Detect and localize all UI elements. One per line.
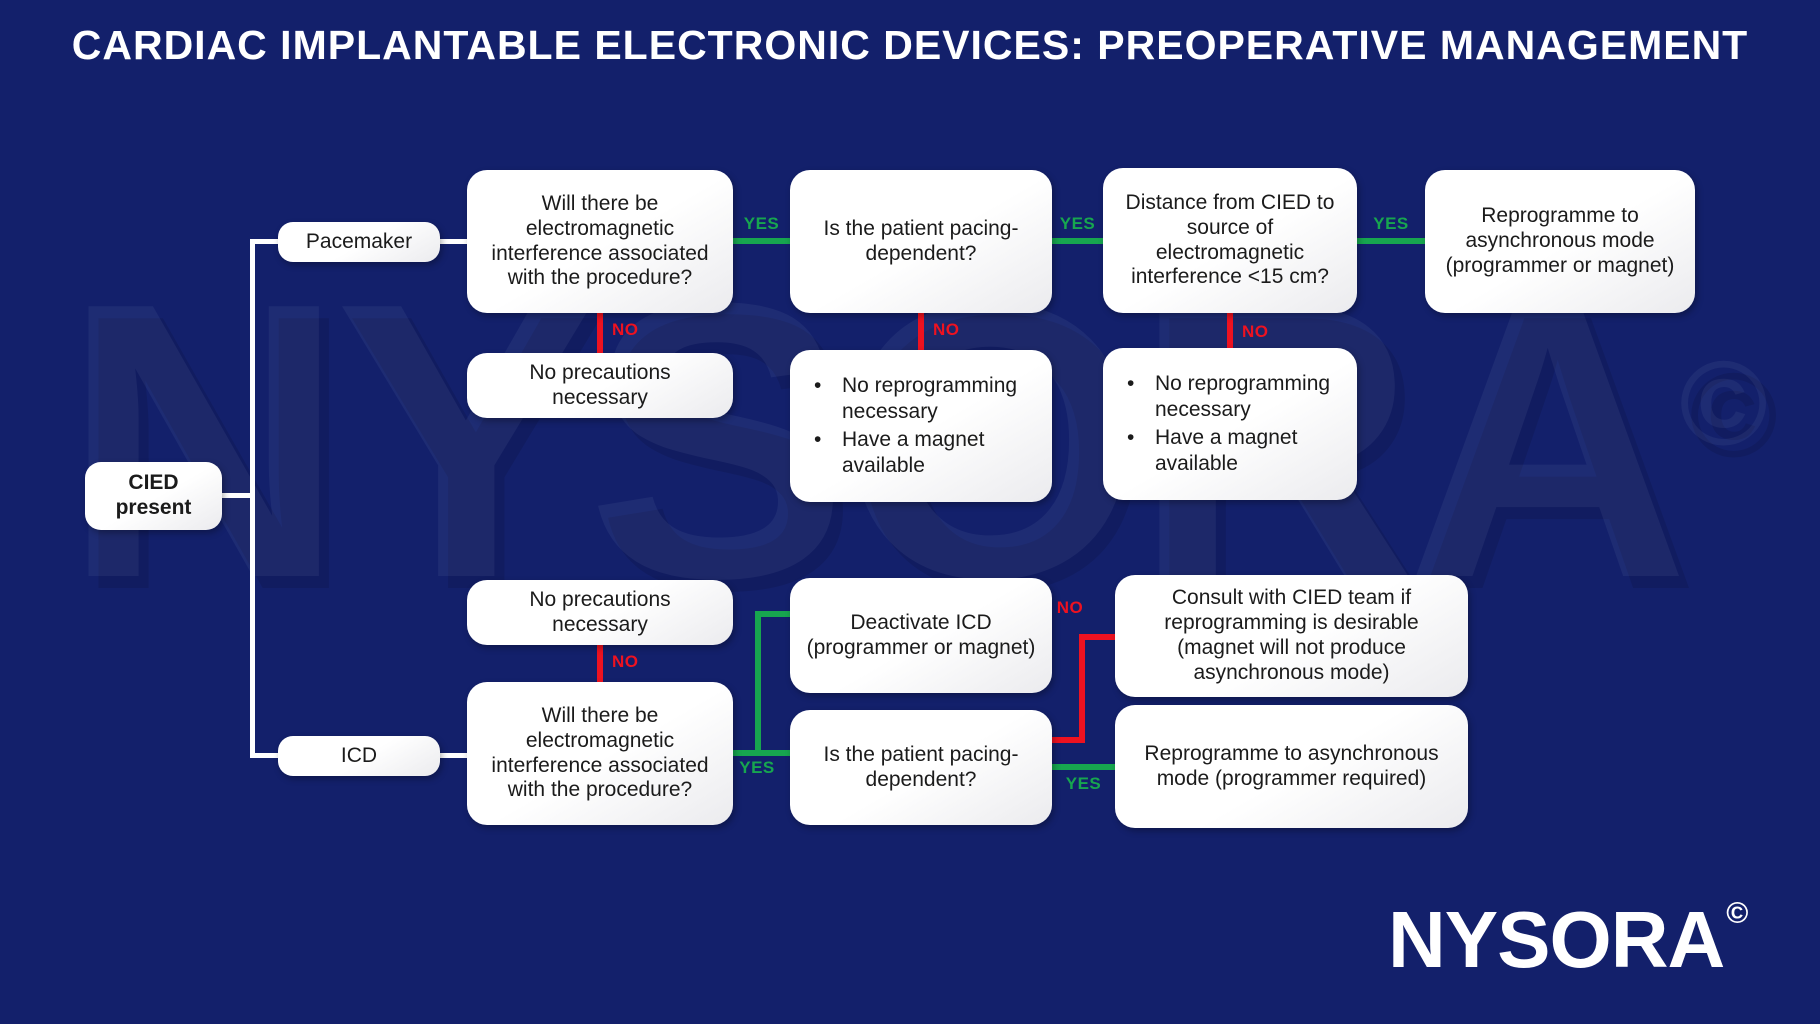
yes-line-q2-q3: [1052, 238, 1103, 244]
connector-icd-left: [250, 753, 278, 758]
bullet-list: No reprogramming necessary Have a magnet…: [812, 371, 1042, 481]
node-icd-question-emi: Will there be electromagnetic interferen…: [467, 682, 733, 825]
yes-line-q4-q5: [733, 750, 790, 756]
node-icd-question-pacing: Is the patient pacing-dependent?: [790, 710, 1052, 825]
page-title: CARDIAC IMPLANTABLE ELECTRONIC DEVICES: …: [71, 22, 1749, 68]
no-line-q1: [597, 313, 603, 355]
connector-pacemaker-right: [440, 239, 467, 244]
node-pm-reprogramme: Reprogramme to asynchronous mode (progra…: [1425, 170, 1695, 313]
node-pm-question-distance: Distance from CIED to source of electrom…: [1103, 168, 1357, 313]
bullet-item: Have a magnet available: [812, 427, 1042, 479]
node-pm-distance-no-outcome: No reprogramming necessary Have a magnet…: [1103, 348, 1357, 500]
yes-label-3: YES: [1373, 214, 1409, 233]
node-pm-pacing-no-outcome: No reprogramming necessary Have a magnet…: [790, 350, 1052, 502]
connector-pacemaker-left: [250, 239, 278, 244]
no-label-2: NO: [933, 320, 960, 339]
no-line-q2: [918, 313, 924, 352]
no-elbow-q5-v: [1079, 634, 1085, 743]
yes-label-5: YES: [1065, 774, 1102, 793]
no-elbow-q5-h2: [1079, 634, 1115, 640]
yes-line-q5-r2: [1052, 764, 1115, 770]
node-icd-consult: Consult with CIED team if reprogramming …: [1115, 575, 1468, 697]
no-label-5: NO: [1056, 598, 1084, 617]
connector-cied-link: [222, 493, 255, 498]
bullet-item: Have a magnet available: [1125, 425, 1347, 477]
node-icd: ICD: [278, 736, 440, 776]
node-pm-no-precautions: No precautions necessary: [467, 353, 733, 418]
node-pm-question-pacing: Is the patient pacing-dependent?: [790, 170, 1052, 313]
connector-icd-right: [440, 753, 467, 758]
yes-branch-into-d1: [755, 611, 790, 617]
no-label-4: NO: [612, 652, 639, 671]
yes-label-4: YES: [739, 758, 775, 777]
node-pacemaker: Pacemaker: [278, 222, 440, 262]
node-icd-deactivate: Deactivate ICD (programmer or magnet): [790, 578, 1052, 693]
no-line-q3: [1227, 313, 1233, 350]
bullet-item: No reprogramming necessary: [1125, 371, 1347, 423]
node-icd-no-precautions: No precautions necessary: [467, 580, 733, 645]
bullet-item: No reprogramming necessary: [812, 373, 1042, 425]
node-cied-present: CIED present: [85, 462, 222, 530]
connector-trunk: [250, 239, 255, 758]
yes-label-1: YES: [743, 214, 780, 233]
yes-branch-vertical-d1: [755, 611, 761, 753]
yes-line-q3-a1: [1357, 238, 1425, 244]
node-pm-question-emi: Will there be electromagnetic interferen…: [467, 170, 733, 313]
watermark-copyright-icon: ©: [1679, 336, 1767, 471]
no-label-3: NO: [1242, 322, 1269, 341]
no-elbow-q5-h1: [1052, 737, 1085, 743]
yes-label-2: YES: [1059, 214, 1096, 233]
no-line-q4: [597, 645, 603, 684]
logo-text: NYSORA: [1388, 895, 1725, 984]
nysora-logo: NYSORA©: [1388, 894, 1748, 986]
logo-copyright-icon: ©: [1726, 897, 1748, 930]
bullet-list: No reprogramming necessary Have a magnet…: [1125, 369, 1347, 479]
no-label-1: NO: [612, 320, 639, 339]
yes-line-q1-q2: [733, 238, 790, 244]
node-icd-reprogramme: Reprogramme to asynchronous mode (progra…: [1115, 705, 1468, 828]
